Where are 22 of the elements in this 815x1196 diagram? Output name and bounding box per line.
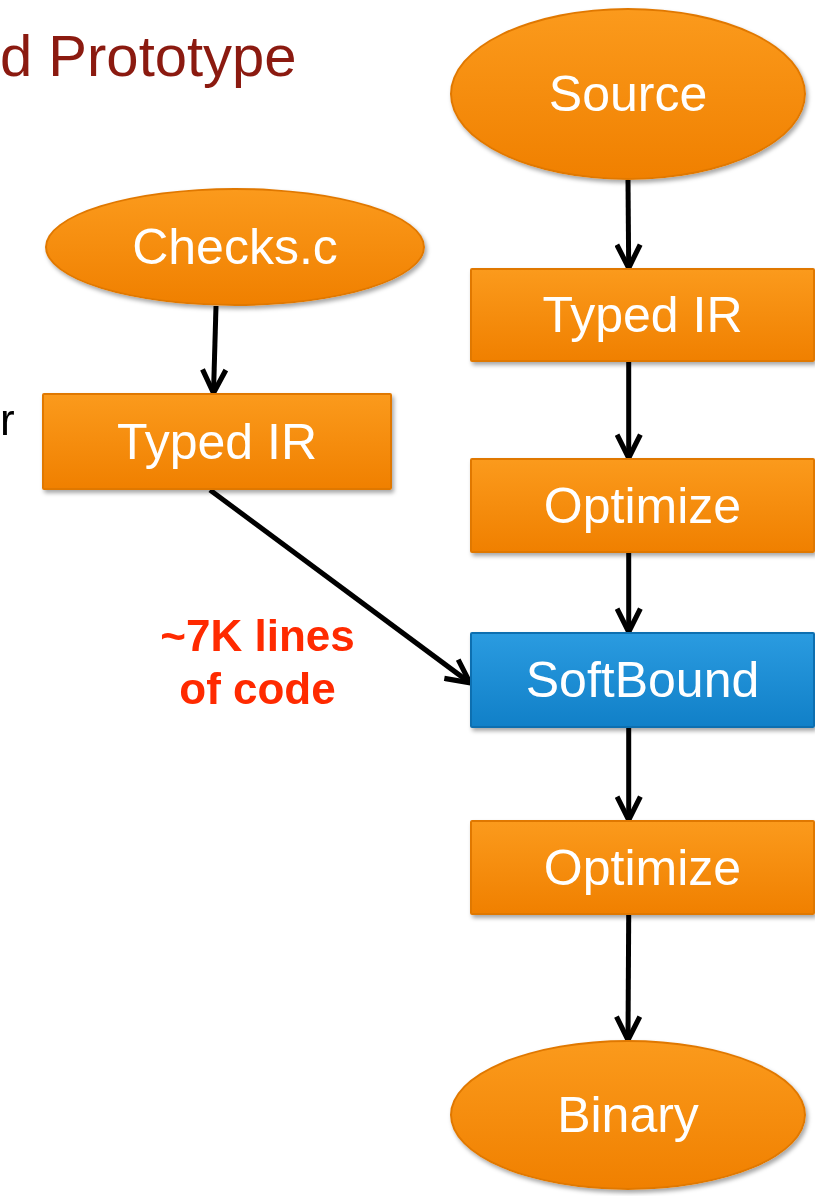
node-label: Typed IR xyxy=(542,286,743,344)
node-label: Optimize xyxy=(543,476,742,535)
node-label: Typed IR xyxy=(116,412,318,471)
node-label: Checks.c xyxy=(132,218,338,276)
arrow xyxy=(614,553,643,635)
arrow xyxy=(614,362,643,461)
node-label: Source xyxy=(548,65,708,123)
process-box xyxy=(470,458,815,553)
arrow xyxy=(614,180,643,271)
node-label: Optimize xyxy=(543,838,742,897)
text-fragment: r xyxy=(0,395,15,445)
edge-label: ~7K lines of code xyxy=(159,610,356,715)
arrow xyxy=(613,915,643,1043)
slide-title: d Prototype xyxy=(0,22,297,89)
node-label: Binary xyxy=(557,1086,699,1144)
process-box xyxy=(470,820,815,915)
node-label: SoftBound xyxy=(525,651,760,709)
process-box xyxy=(470,632,815,728)
process-box xyxy=(470,268,815,362)
arrow xyxy=(199,305,229,396)
process-box xyxy=(42,393,392,490)
arrow xyxy=(614,728,643,823)
